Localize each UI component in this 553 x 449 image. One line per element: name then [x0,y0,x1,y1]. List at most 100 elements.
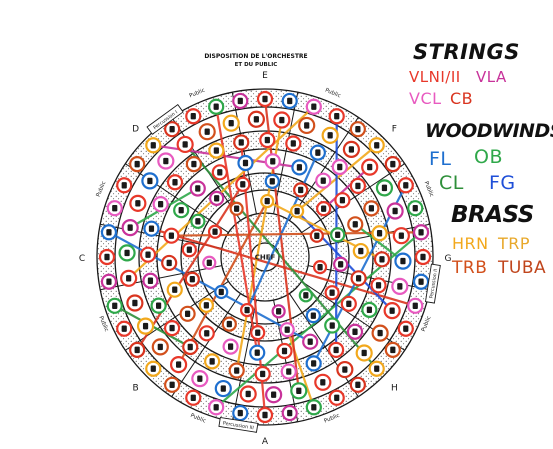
instrument-seat [309,144,326,161]
instrument-seat [293,182,309,198]
instrument-seat [305,355,322,372]
instrument-seat [232,404,249,422]
instrument-seat [233,134,250,151]
instrument-seat [208,399,225,416]
instrument-seat [129,341,146,358]
instrument-seat [330,227,346,243]
section-letter-e: E [262,71,268,81]
instrument-seat [198,297,214,313]
public-label: Public [189,413,206,425]
instrument-seat [191,370,209,388]
instrument-seat [198,123,216,141]
instrument-seat [106,297,123,314]
instrument-seat [391,277,409,295]
instrument-seat [281,404,298,422]
aisle-line [289,117,359,221]
instrument-seat [151,338,169,356]
instrument-seat [259,131,276,149]
instrument-seat [375,179,394,197]
instrument-seat [181,242,197,258]
legend-fg: FG [489,172,516,194]
instrument-seat [273,111,291,129]
instrument-seat [384,341,401,358]
instrument-seat [211,164,228,181]
instrument-seat [276,342,293,360]
instrument-seat [368,360,385,377]
instrument-seat [256,90,274,108]
instrument-seat [179,305,196,322]
instrument-seat [264,173,280,189]
diagram-title-line2: ET DU PUBLIC [235,62,278,68]
instrument-seat [247,110,265,128]
instrument-seat [298,288,313,303]
sound-path-line [322,166,371,210]
instrument-seat [291,159,308,176]
instrument-seat [265,386,283,404]
instrument-seat [324,317,341,334]
instrument-seat [208,98,225,115]
legend-brass-title: BRASS [451,202,534,228]
instrument-seat [328,108,345,125]
instrument-seat [207,224,223,239]
instrument-seat [173,202,190,219]
percussion-label: Percussion II [429,269,440,299]
instrument-seat [309,228,324,243]
instrument-seat [384,156,401,173]
public-label: Public [96,181,108,198]
instrument-seat [129,156,146,173]
instrument-seat [222,338,239,355]
instrument-seat [150,297,167,314]
instrument-seat [361,158,379,176]
instrument-seat [182,338,199,356]
instrument-seat [221,316,237,332]
aisle-line [301,281,405,351]
instrument-seat [118,244,136,262]
sound-path-line [136,183,244,351]
instrument-seat [166,174,184,191]
instrument-seat [407,297,424,314]
instrument-seat [407,200,424,217]
public-label: Public [421,315,433,332]
instrument-seat [98,248,116,266]
instrument-seat [305,399,322,416]
instrument-seat [143,220,160,237]
instrument-seat [392,227,410,245]
instrument-seat [397,177,414,194]
instrument-seat [166,281,183,298]
instrument-seat [321,126,339,144]
section-letter-c: C [79,254,85,264]
instrument-seat [254,365,271,383]
instrument-seat [142,272,159,289]
sound-path-line [246,152,319,311]
legend-ob: OB [474,146,503,168]
percussion-box: Percussion II [424,263,441,304]
legend-trp: TRP [498,234,531,253]
legend-hrn: HRN [452,234,489,253]
instrument-seat [185,108,202,125]
instrument-seat [120,269,138,287]
percussion-label: Percussion III [222,420,254,431]
instrument-seat [202,255,217,270]
instrument-seat [394,252,412,270]
instrument-seat [116,320,133,337]
instrument-seat [361,301,378,318]
instrument-seat [316,201,332,217]
instrument-seat [185,155,202,173]
legend-cl: CL [439,172,464,194]
instrument-seat [349,177,367,194]
instrument-seat [298,116,316,135]
instrument-seat [145,360,162,377]
instrument-seat [305,98,322,115]
public-label: Public [189,88,206,100]
instrument-seat [139,246,157,263]
legend-vla: VLA [476,68,507,86]
instrument-seat [240,302,255,318]
section-letter-f: F [392,125,397,135]
legend-strings-title: STRINGS [413,40,520,64]
instrument-seat [371,324,389,342]
section-letter-a: A [262,437,269,445]
section-letter-h: H [391,383,398,393]
aisle-line [125,163,229,233]
instrument-seat [347,216,364,233]
